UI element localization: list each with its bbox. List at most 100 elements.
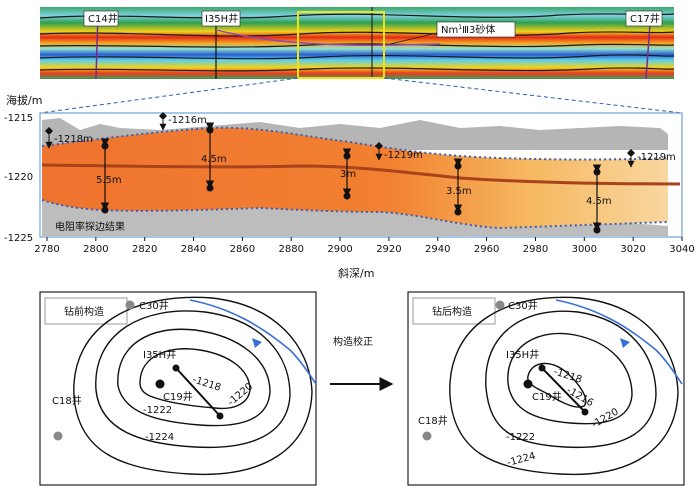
sand-body-label: Nm1Ⅲ3砂体 [441,23,495,36]
x-tick-label: 2800 [83,244,108,255]
seismic-horizon [39,43,675,48]
map-title-box [44,297,128,325]
x-tick-label: 2880 [279,244,304,255]
contour-line [117,328,271,427]
map-before: 钻前构造 C30井 I35H井 C19井 C18井 -1218 -1220 -1… [39,291,317,486]
thickness-label: 3m [340,169,356,180]
well-point [172,364,180,372]
thickness-marker: 3m [340,148,356,200]
legend-resistivity: 电阻率探边结果 [55,220,125,233]
fault-line [555,299,683,385]
top-depth-label: -1219m [637,152,676,163]
well-point [53,431,63,441]
well-label-box [625,10,663,27]
thickness-marker: 5.5m [96,138,122,214]
thickness-label: 4.5m [586,196,612,207]
thickness-marker: 4.5m [586,164,612,234]
x-tick-label: 2900 [327,244,352,255]
top-depth-marker: -1219m [375,142,423,161]
contour-line [527,362,587,408]
top-depth-marker: -1216m [159,112,207,131]
well-label-box [201,10,241,27]
seismic-background [40,7,674,79]
contour-line [485,310,657,449]
x-tick-label: 2940 [425,244,450,255]
x-tick-label: 2780 [34,244,59,255]
contour-line [73,296,313,476]
x-tick-label: 3040 [669,244,694,255]
top-boundary [41,126,669,161]
thickness-label: 5.5m [96,175,122,186]
well-label-i35h: I35H井 [205,12,238,25]
sand-label-leader [389,32,438,45]
well-point [125,300,135,310]
contour-line [95,310,291,449]
x-tick-label: 2960 [474,244,499,255]
x-tick-label: 3000 [572,244,597,255]
x-tick-label: 2920 [376,244,401,255]
top-depth-label: -1216m [168,115,207,126]
seismic-horizon [39,13,675,19]
well-label: C19井 [532,390,562,403]
well-label: C19井 [163,390,193,403]
well-point [155,379,165,389]
profile-panel: 5.5m 4.5m 3m 3.5m 4.5m -1218m [4,93,695,280]
highlight-window [297,11,385,79]
contour-label: -1224 [145,432,174,443]
fault-marker [620,338,630,348]
well-label-c14: C14井 [88,12,118,25]
y-axis-title: 海拔/m [6,93,42,107]
x-tick-label: 2980 [523,244,548,255]
contour-line [139,348,251,410]
seismic-horizon [39,67,675,72]
seismic-horizon [39,31,675,37]
well-label: C30井 [139,299,169,312]
contour-label: -1222 [506,432,535,443]
zoom-connector-right [383,77,683,114]
x-tick-label: 2860 [230,244,255,255]
x-tick-label: 3020 [620,244,645,255]
thickness-label: 4.5m [201,154,227,165]
well-point [581,408,589,416]
well-label-c17: C17井 [630,12,660,25]
well-label: I35H井 [506,348,539,361]
well-label: C18井 [418,414,448,427]
contour-label: -1222 [143,405,172,416]
y-tick: -1215 [4,113,33,124]
top-depth-marker: -1218m [45,127,93,149]
top-depth-label: -1219m [384,150,423,161]
map-title-before: 钻前构造 [64,305,104,318]
well-trajectory-line [541,367,586,413]
map-title-box [412,297,496,325]
arrow-label: 构造校正 [333,335,373,348]
well-label: C30井 [508,299,538,312]
top-depth-label: -1218m [54,134,93,145]
horizontal-well-trajectory [215,29,441,46]
x-tick-label: 2820 [132,244,157,255]
y-tick: -1220 [4,172,33,183]
well-label-box [83,10,119,27]
well-point [523,379,533,389]
seismic-section: C14井 I35H井 C17井 Nm1Ⅲ3砂体 [39,7,675,80]
well-point [538,364,546,372]
well-label: C18井 [52,394,82,407]
well-point [216,412,224,420]
x-axis-title: 斜深/m [338,267,374,280]
well-point [422,431,432,441]
map-after: 钻后构造 C30井 I35H井 C19井 C18井 -1218 -1216 -1… [407,291,685,486]
well-c17-path [645,23,651,80]
well-point [495,300,505,310]
top-depth-marker: -1219m [627,149,676,168]
well-trajectory [41,163,681,186]
zoom-connector-left [39,77,299,114]
fault-marker [252,338,262,348]
y-tick: -1225 [4,233,33,244]
thickness-label: 3.5m [446,186,472,197]
thickness-marker: 3.5m [446,158,472,216]
well-label: I35H井 [143,348,176,361]
sand-label-box [436,21,516,38]
contour-line [449,296,679,476]
fault-line [189,299,317,385]
